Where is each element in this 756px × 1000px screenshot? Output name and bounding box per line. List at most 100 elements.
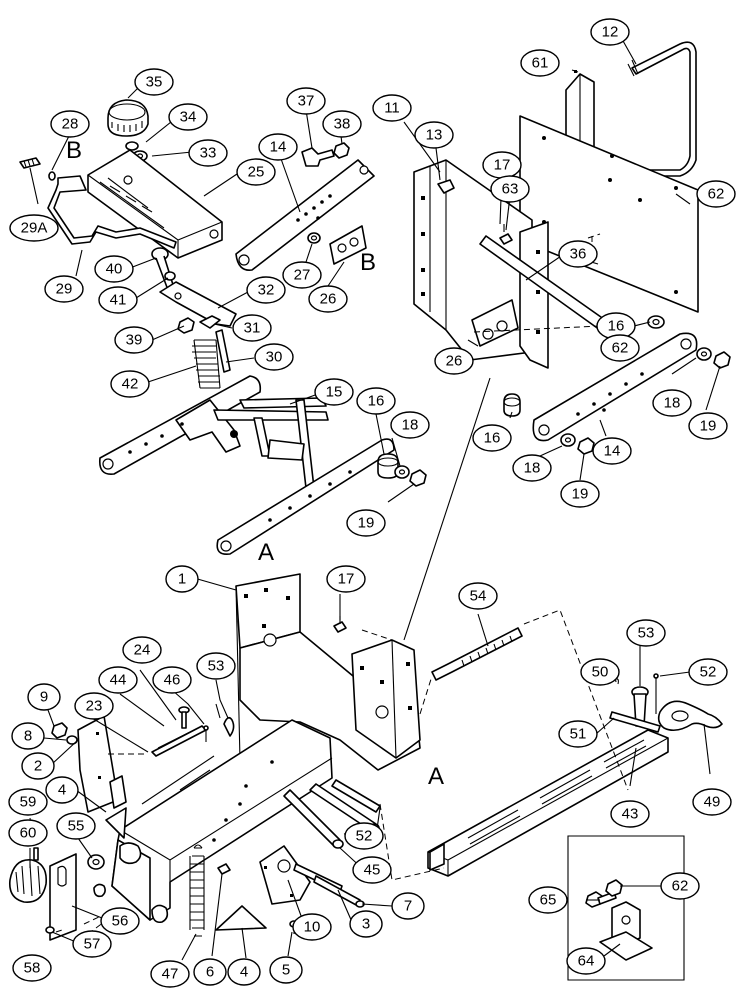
svg-text:62: 62 <box>612 340 629 357</box>
svg-text:29A: 29A <box>21 220 48 237</box>
spring-pin-29a <box>19 157 41 169</box>
callout-44: 44 <box>98 666 138 694</box>
spring-47 <box>189 844 205 937</box>
callout-54: 54 <box>458 582 498 610</box>
callout-28: 28 <box>50 110 90 138</box>
svg-text:19: 19 <box>700 418 717 435</box>
svg-text:63: 63 <box>502 181 519 198</box>
callout-5: 5 <box>269 956 303 984</box>
bracket-25 <box>87 149 223 259</box>
main-frame-1 <box>235 573 421 771</box>
callout-17-low: 17 <box>326 565 366 593</box>
pin-59 <box>33 847 39 861</box>
callout-64: 64 <box>566 947 606 975</box>
callout-12: 12 <box>590 18 630 46</box>
callout-17-top: 17 <box>482 151 522 179</box>
pin-52-right <box>653 673 659 714</box>
washer-18-low <box>560 433 576 447</box>
pin-51 <box>609 711 661 733</box>
callout-14-top: 14 <box>258 133 298 161</box>
svg-text:46: 46 <box>164 672 181 689</box>
svg-text:10: 10 <box>304 919 321 936</box>
svg-text:14: 14 <box>270 139 287 156</box>
threaded-rod-54 <box>431 627 523 681</box>
callout-33: 33 <box>188 139 228 167</box>
callout-35: 35 <box>134 68 174 96</box>
svg-text:26: 26 <box>320 291 337 308</box>
letter-a-mid: A <box>258 539 274 566</box>
svg-text:47: 47 <box>162 966 179 983</box>
callout-29a: 29A <box>9 214 59 242</box>
bushing-16-mid <box>503 393 521 417</box>
svg-text:40: 40 <box>106 261 123 278</box>
callout-15: 15 <box>314 378 354 406</box>
callout-27: 27 <box>282 261 322 289</box>
washer-8 <box>66 735 78 745</box>
svg-text:53: 53 <box>208 658 225 675</box>
bolt-63 <box>499 224 513 245</box>
callout-63: 63 <box>490 175 530 203</box>
svg-text:27: 27 <box>294 267 311 284</box>
svg-text:7: 7 <box>404 898 412 915</box>
callout-10: 10 <box>292 913 332 941</box>
svg-text:13: 13 <box>426 127 443 144</box>
plate-10 <box>259 845 311 905</box>
callout-26-top: 26 <box>308 285 348 313</box>
callout-50: 50 <box>580 658 620 686</box>
slot-plate-24 <box>151 725 207 757</box>
callout-24: 24 <box>122 636 162 664</box>
svg-text:33: 33 <box>200 145 217 162</box>
callout-19-right: 19 <box>688 412 728 440</box>
knife-4-left <box>105 807 127 839</box>
bolt-37 <box>301 147 335 167</box>
letter-b-top-left: B <box>66 137 82 164</box>
svg-text:32: 32 <box>258 282 275 299</box>
svg-text:38: 38 <box>334 116 351 133</box>
bracket-64 <box>599 901 653 961</box>
pin-53-left <box>223 716 235 737</box>
callout-11: 11 <box>372 94 412 122</box>
callout-57: 57 <box>72 930 112 958</box>
svg-text:61: 61 <box>532 55 549 72</box>
arm-43 <box>427 729 669 877</box>
bolt-45 <box>283 789 344 849</box>
callout-47: 47 <box>150 960 190 988</box>
callout-18-low: 18 <box>512 454 552 482</box>
knob-35 <box>107 99 149 137</box>
svg-text:19: 19 <box>358 515 375 532</box>
svg-text:16: 16 <box>368 393 385 410</box>
callout-61: 61 <box>520 49 560 77</box>
callout-1: 1 <box>165 565 199 593</box>
callout-23: 23 <box>74 692 114 720</box>
svg-text:39: 39 <box>126 332 143 349</box>
washer-18-right <box>696 347 712 361</box>
svg-text:36: 36 <box>570 246 587 263</box>
svg-text:4: 4 <box>240 964 248 981</box>
bolt-40 <box>151 247 175 291</box>
callout-59: 59 <box>8 788 48 816</box>
washer-18-left <box>394 465 410 479</box>
bolt-44 <box>178 706 190 729</box>
svg-text:11: 11 <box>384 100 400 117</box>
washer-55 <box>87 854 105 870</box>
svg-text:59: 59 <box>20 794 37 811</box>
callout-7: 7 <box>391 892 425 920</box>
callout-18-right: 18 <box>652 389 692 417</box>
spring-42 <box>192 339 221 389</box>
screw-46 <box>203 725 209 742</box>
svg-text:45: 45 <box>364 862 381 879</box>
callout-62-mid: 62 <box>600 334 640 362</box>
callout-37: 37 <box>286 87 326 115</box>
svg-text:60: 60 <box>20 825 37 842</box>
housing-main <box>93 719 333 924</box>
rod-29 <box>47 175 177 249</box>
plate-14-right <box>532 332 698 442</box>
construction-lines <box>55 233 629 941</box>
svg-text:53: 53 <box>638 625 655 642</box>
callout-3: 3 <box>349 910 383 938</box>
svg-text:17: 17 <box>494 157 511 174</box>
letter-a-low: A <box>428 763 444 790</box>
clip-31 <box>199 315 221 329</box>
bushing-16-right <box>647 315 665 329</box>
svg-text:43: 43 <box>622 806 639 823</box>
